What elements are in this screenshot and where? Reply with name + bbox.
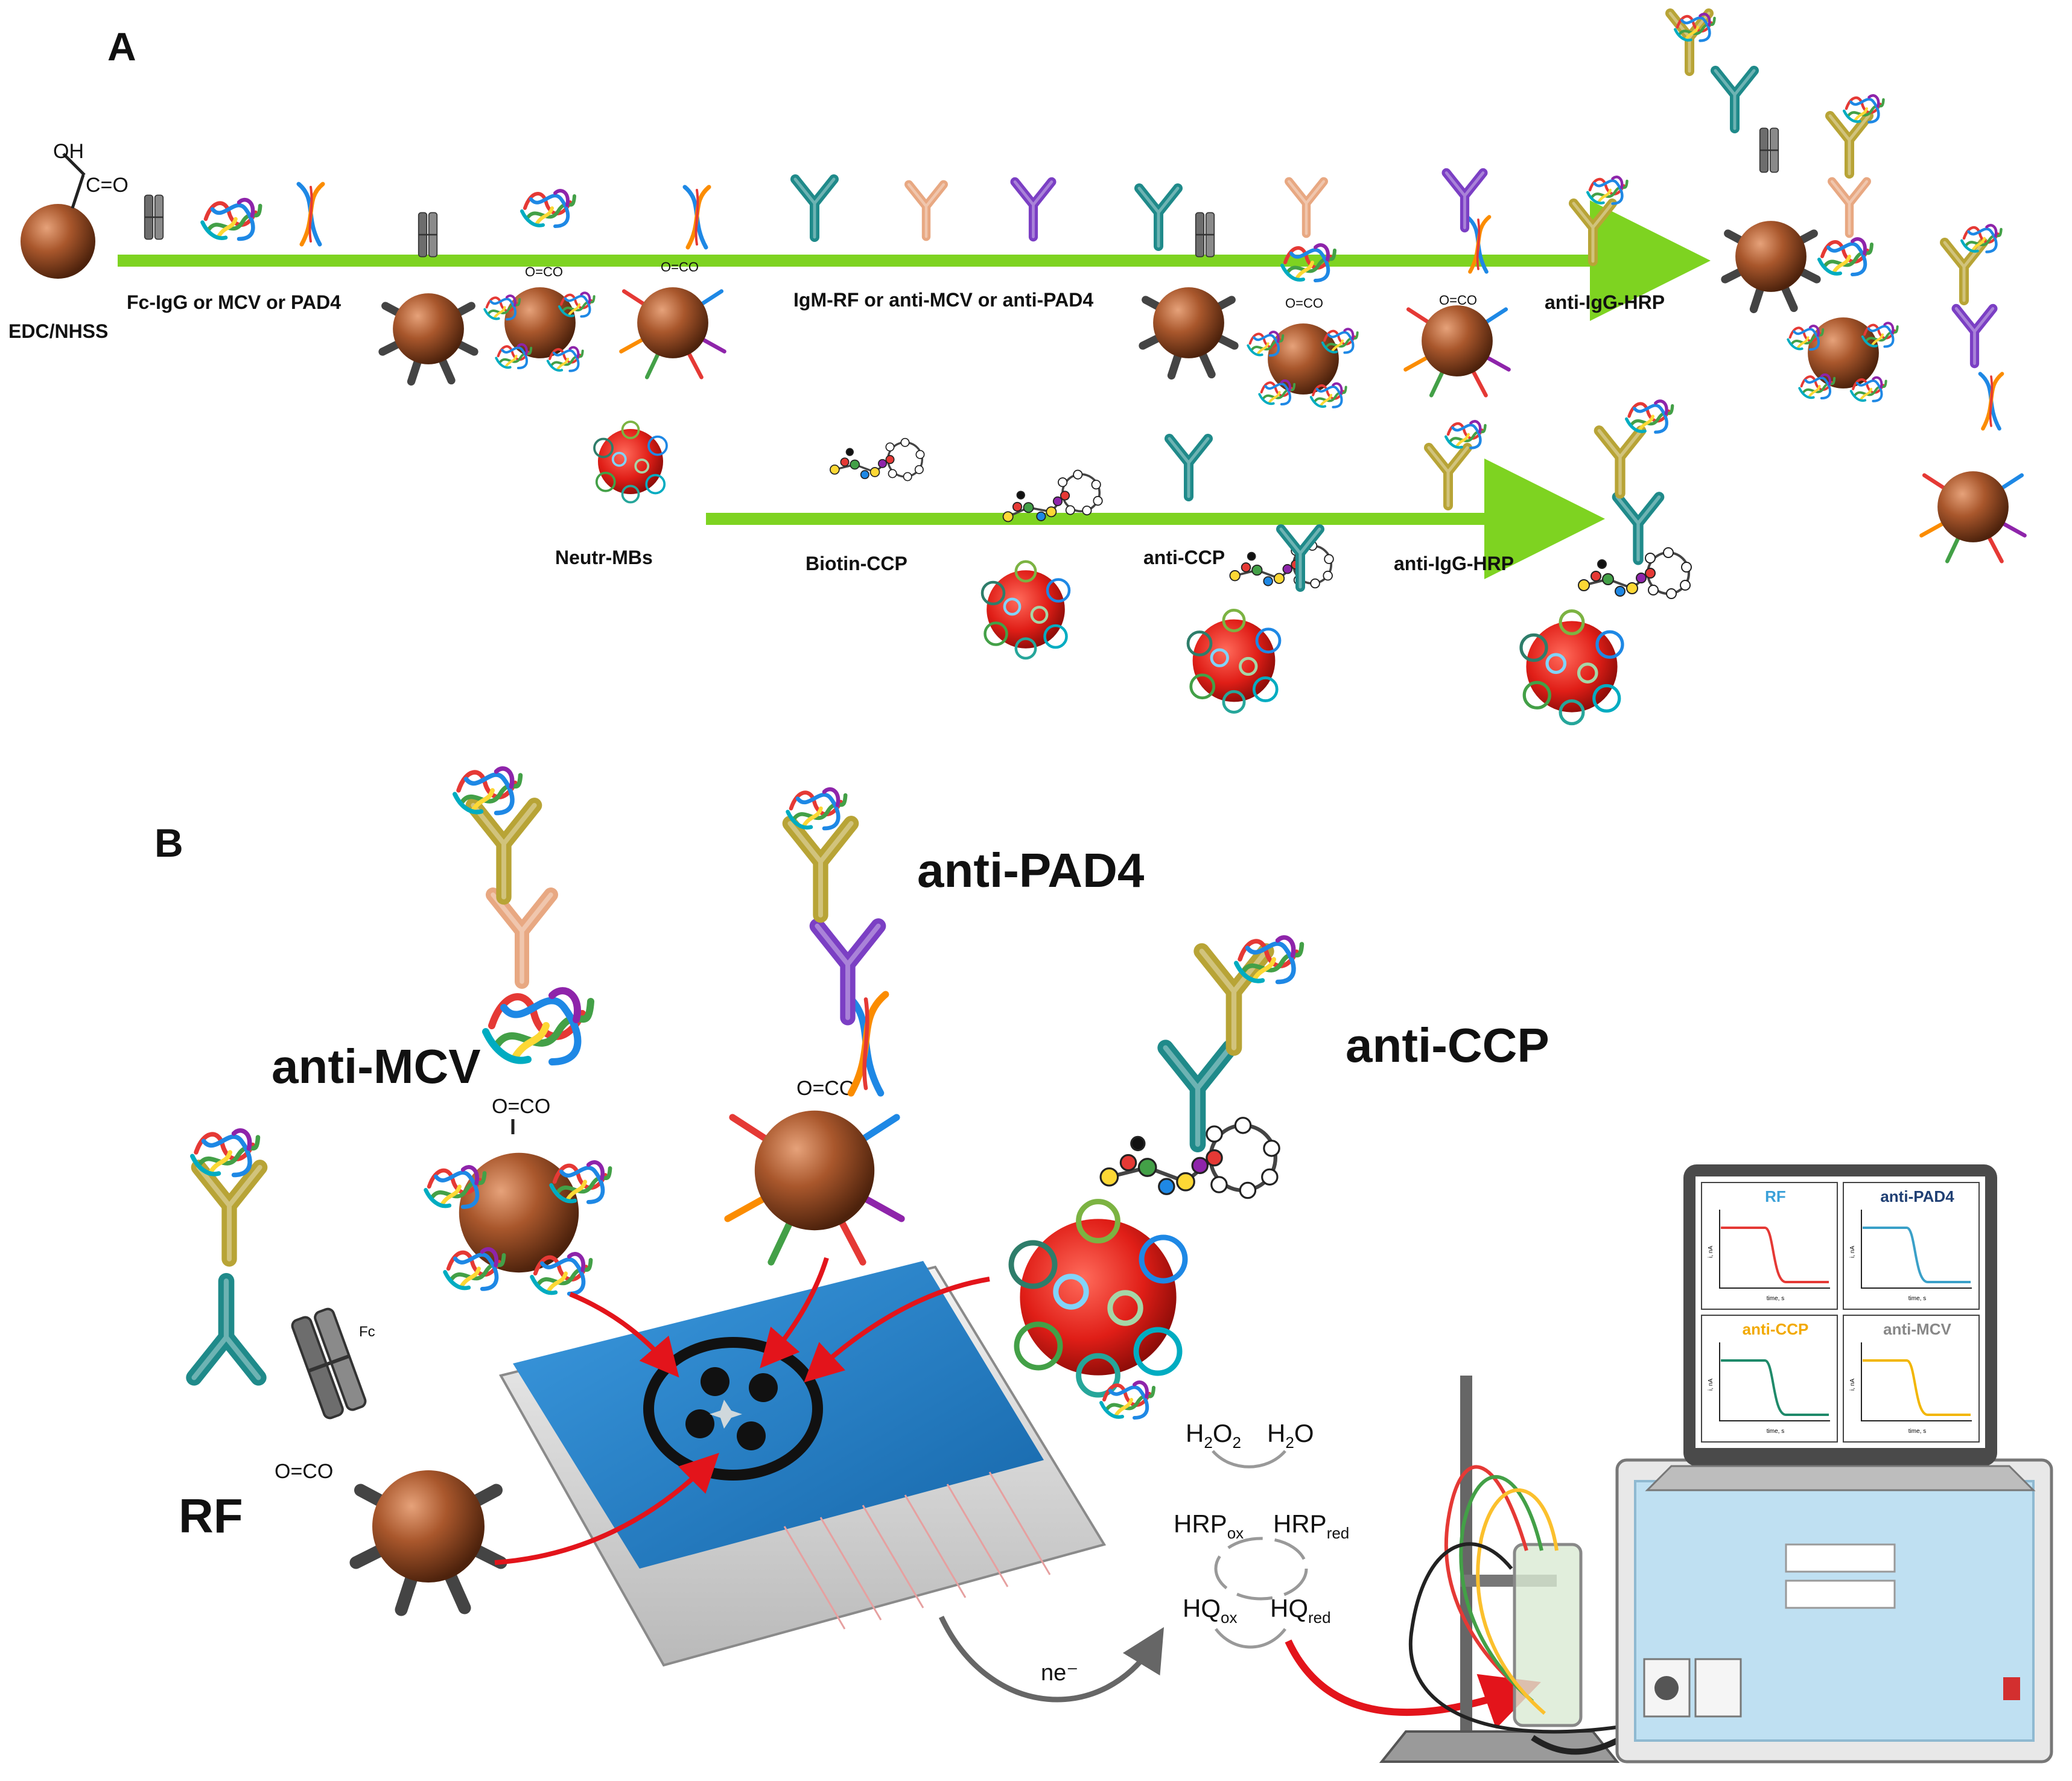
detection-step-label: anti-IgG-HRP	[1545, 291, 1665, 313]
panel-a-label: A	[107, 24, 136, 69]
screen-plot-title: RF	[1765, 1187, 1786, 1205]
svg-text:O=CO: O=CO	[275, 1460, 333, 1483]
final-ccp-complex	[1521, 611, 1622, 724]
svg-text:H2O: H2O	[1267, 1419, 1314, 1452]
carboxyl-co-label: C=O	[86, 174, 129, 197]
pad4-reagent-icon	[299, 184, 323, 244]
screen-plot-xlabel: time, s	[1908, 1295, 1926, 1302]
biotin-ccp-reagent-icon	[829, 437, 926, 482]
screen-plot: anti-MCV i, nA time, s	[1843, 1315, 1980, 1443]
rf-on-bead-2	[1139, 188, 1178, 246]
screen-plot-trace	[1863, 1227, 1971, 1283]
bead-prot-2	[1248, 323, 1357, 407]
mcv-reagent-icon	[203, 200, 261, 239]
fc-reagent-icon	[144, 194, 164, 240]
svg-text:HRPred: HRPred	[1273, 1510, 1349, 1542]
screen-printed-electrode	[498, 1261, 1107, 1667]
anti-ccp-on-bead-2	[1281, 529, 1320, 587]
fc-on-bead-1	[418, 211, 438, 258]
capture-step-label: Fc-IgG or MCV or PAD4	[127, 291, 341, 313]
electron-arrow	[938, 1616, 1165, 1703]
final-complexes-a	[1670, 13, 2025, 561]
potentiostat	[1615, 1458, 2053, 1764]
anti-mcv-antibody-icon	[909, 185, 944, 237]
anti-pad4-antibody-icon	[1015, 182, 1052, 237]
neutr-bead-ccp-1	[982, 562, 1069, 658]
screen-plot-trace	[1721, 1227, 1829, 1283]
screen-plot-title: anti-PAD4	[1880, 1187, 1954, 1205]
bead-fc-1	[383, 293, 474, 381]
screen-plot: anti-CCP i, nA time, s	[1701, 1315, 1838, 1443]
panel-b: B anti-MCV anti-PAD4 anti-CCP RF O=CO O=…	[154, 769, 2053, 1764]
linker-label-1: O=CO	[525, 264, 563, 279]
bead-prot-1	[485, 287, 594, 371]
screen-plot-title: anti-MCV	[1883, 1320, 1951, 1338]
screen-plot-ylabel: i, nA	[1708, 1246, 1714, 1258]
svg-text:HRPox: HRPox	[1174, 1510, 1244, 1542]
anti-ccp-complex	[1011, 938, 1302, 1418]
svg-text:HQox: HQox	[1183, 1594, 1237, 1627]
neutr-bead-ccp-2	[1188, 610, 1280, 712]
panel-b-label: B	[154, 821, 183, 865]
ccp-on-bead-2	[1228, 540, 1335, 589]
bead-fc-2	[1143, 287, 1235, 375]
fc-on-bead-2	[1195, 211, 1215, 258]
igm-rf-antibody-icon	[795, 179, 834, 237]
svg-text:HQred: HQred	[1270, 1594, 1331, 1627]
helix-on-bead-1	[685, 187, 709, 247]
panel-a: A OH C=O EDC/NHSS Fc-IgG or MCV or PAD4 …	[8, 13, 2025, 724]
bead-helix-1	[621, 287, 725, 377]
neutr-mb-icon	[593, 421, 668, 504]
anti-igg-hrp-reagent-icon	[1574, 203, 1612, 261]
carboxyl-oh-label: OH	[53, 140, 84, 163]
svg-text:Fc: Fc	[359, 1324, 375, 1340]
anti-mcv-complex: O=CO	[426, 769, 610, 1294]
electrochemical-cell	[1379, 1376, 1662, 1763]
linker-label-4: O=CO	[1439, 293, 1477, 308]
svg-text:H2O2: H2O2	[1186, 1419, 1241, 1452]
neutr-mbs-label: Neutr-MBs	[555, 547, 653, 568]
svg-text:O=CO: O=CO	[796, 1077, 855, 1100]
electron-label: ne⁻	[1041, 1660, 1078, 1686]
redox-cycle: H2O2 H2O HRPox HRPred HQox HQred	[1174, 1419, 1541, 1729]
anti-pad4-label: anti-PAD4	[917, 843, 1145, 897]
final-rf-complex	[1725, 221, 1817, 309]
screen-plot: RF i, nA time, s	[1701, 1182, 1838, 1310]
screen-plot-xlabel: time, s	[1767, 1295, 1784, 1302]
hrp-reagent-icon	[1587, 177, 1627, 203]
detection-step-label-2: anti-IgG-HRP	[1394, 553, 1514, 574]
rf-label: RF	[179, 1489, 243, 1543]
svg-text:O=CO: O=CO	[492, 1095, 550, 1118]
final-mcv-complex	[1788, 317, 1897, 401]
linker-label-2: O=CO	[661, 259, 699, 275]
screen-plot-title: anti-CCP	[1743, 1320, 1809, 1338]
anti-igg-hrp-reagent-icon-2	[1429, 448, 1467, 506]
final-pad4-complex	[1922, 471, 2025, 561]
screen-plot-ylabel: i, nA	[1708, 1379, 1714, 1391]
red-arrows	[494, 1257, 990, 1565]
anti-pad4-complex: O=CO	[728, 789, 901, 1262]
target-step-label: IgM-RF or anti-MCV or anti-PAD4	[793, 289, 1093, 311]
anti-ccp-reagent-icon	[1169, 439, 1208, 497]
anti-mcv-label: anti-MCV	[272, 1040, 481, 1093]
prot-on-bead-1	[522, 191, 574, 226]
biotin-ccp-label: Biotin-CCP	[806, 553, 907, 574]
anti-ccp-label-b: anti-CCP	[1346, 1018, 1549, 1072]
screen-plot-trace	[1863, 1359, 1971, 1416]
linker-label-3: O=CO	[1285, 296, 1323, 311]
carboxyl-bead: OH C=O	[21, 140, 129, 279]
screen-plot-trace	[1721, 1359, 1829, 1416]
bead-helix-2	[1406, 305, 1509, 395]
edc-nhss-label: EDC/NHSS	[8, 320, 108, 342]
screen-plot-xlabel: time, s	[1767, 1428, 1784, 1435]
screen-plot-xlabel: time, s	[1908, 1428, 1926, 1435]
screen-plot-ylabel: i, nA	[1849, 1379, 1856, 1391]
anti-ccp-label-a: anti-CCP	[1143, 547, 1225, 568]
rf-complex: O=CO Fc	[192, 1131, 501, 1610]
anti-mcv-on-bead-2	[1289, 182, 1324, 233]
screen-plot-ylabel: i, nA	[1849, 1246, 1856, 1258]
screen-plot: anti-PAD4 i, nA time, s	[1843, 1182, 1980, 1310]
